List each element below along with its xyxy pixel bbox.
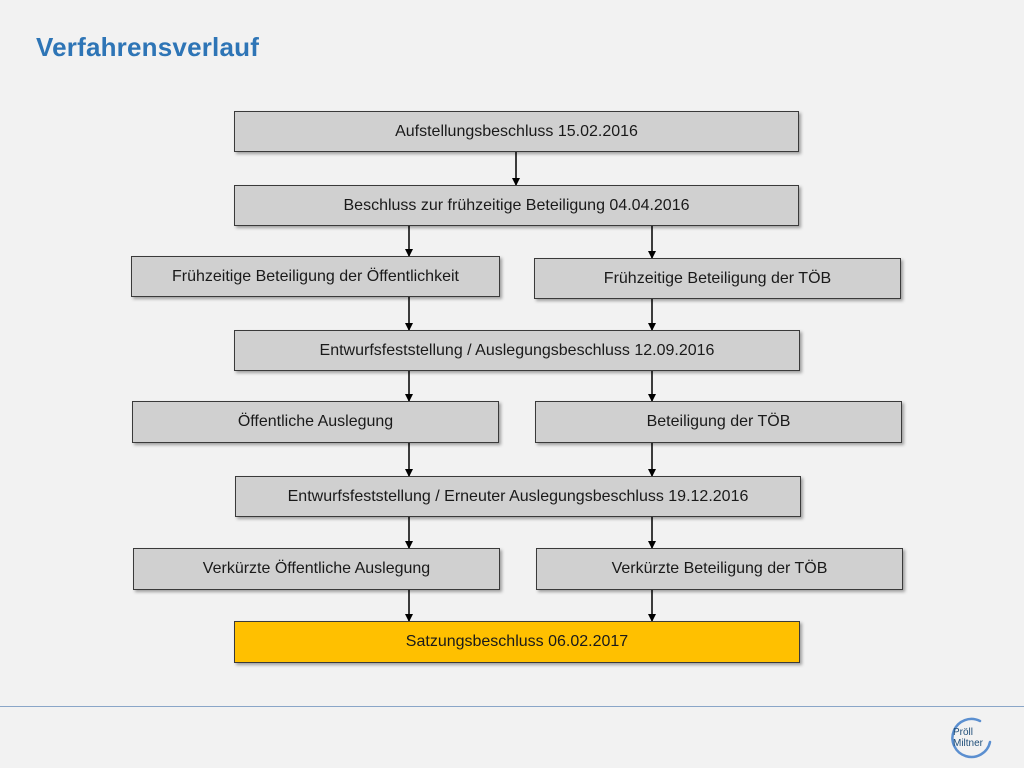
step-label: Entwurfsfeststellung / Erneuter Auslegun… (287, 487, 749, 505)
step-label: Entwurfsfeststellung / Auslegungsbeschlu… (319, 341, 715, 359)
step-label: Öffentliche Auslegung (237, 413, 394, 430)
step-beschluss-fruehzeitige-beteiligung: Beschluss zur frühzeitige Beteiligung 04… (234, 185, 799, 226)
proell-miltner-logo-icon (951, 717, 992, 759)
step-label: Satzungsbeschluss 06.02.2017 (405, 633, 629, 650)
footer-divider (0, 706, 1024, 707)
step-label: Aufstellungsbeschluss 15.02.2016 (395, 122, 638, 140)
step-fruehzeitige-beteiligung-toeb: Frühzeitige Beteiligung der TÖB (534, 258, 901, 299)
step-label: Frühzeitige Beteiligung der TÖB (603, 269, 832, 287)
step-label: Verkürzte Beteiligung der TÖB (611, 560, 828, 577)
step-label: Frühzeitige Beteiligung der Öffentlichke… (172, 267, 459, 285)
step-verkuerzte-oeffentliche-auslegung: Verkürzte Öffentliche Auslegung (133, 548, 500, 590)
step-label: Beschluss zur frühzeitige Beteiligung 04… (343, 196, 690, 214)
slide-title: Verfahrensverlauf (36, 32, 260, 62)
step-beteiligung-toeb: Beteiligung der TÖB (535, 401, 902, 443)
step-label: Verkürzte Öffentliche Auslegung (202, 560, 431, 577)
step-label: Beteiligung der TÖB (646, 413, 791, 430)
logo-text-line2: Miltner (953, 738, 984, 749)
step-verkuerzte-beteiligung-toeb: Verkürzte Beteiligung der TÖB (536, 548, 903, 590)
step-entwurfsfeststellung-2: Entwurfsfeststellung / Erneuter Auslegun… (235, 476, 801, 517)
step-entwurfsfeststellung-1: Entwurfsfeststellung / Auslegungsbeschlu… (234, 330, 800, 371)
logo-text-line1: Pröll (953, 727, 974, 738)
step-satzungsbeschluss: Satzungsbeschluss 06.02.2017 (234, 621, 800, 663)
step-fruehzeitige-beteiligung-oeffentlichkeit: Frühzeitige Beteiligung der Öffentlichke… (131, 256, 500, 297)
step-oeffentliche-auslegung: Öffentliche Auslegung (132, 401, 499, 443)
step-aufstellungsbeschluss: Aufstellungsbeschluss 15.02.2016 (234, 111, 799, 152)
